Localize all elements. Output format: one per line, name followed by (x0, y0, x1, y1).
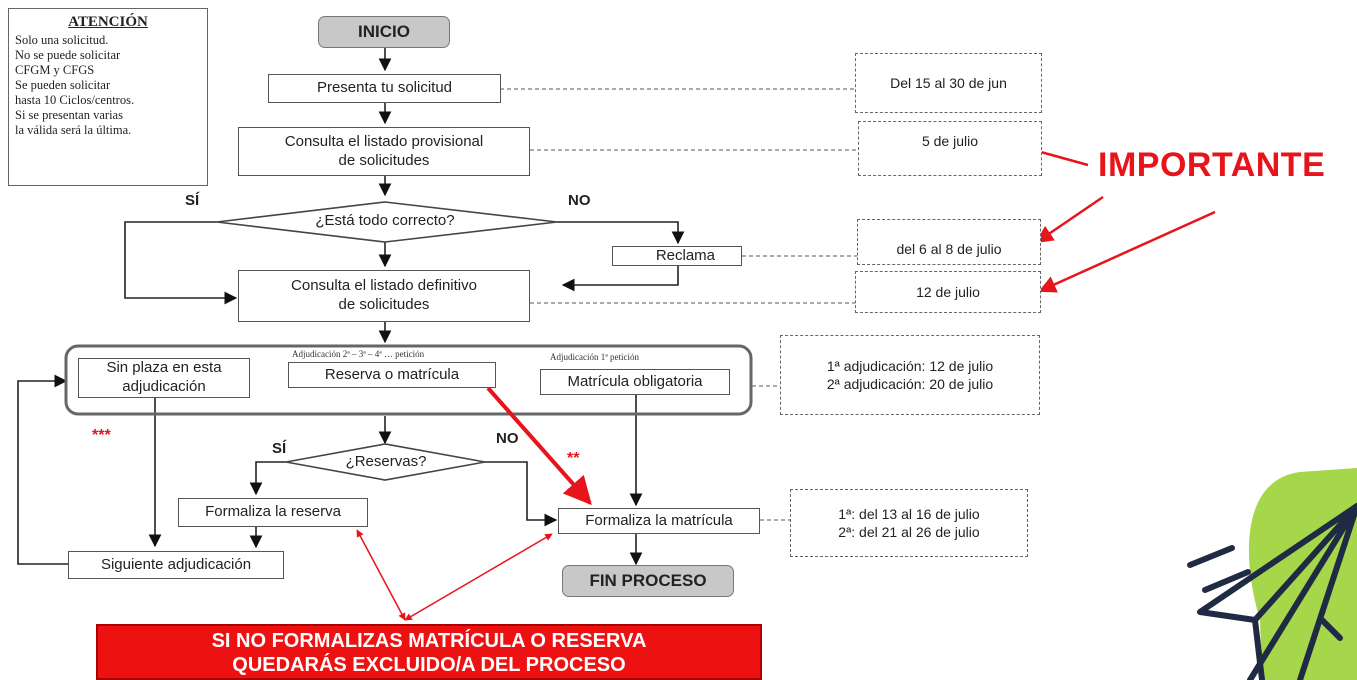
provisional-line: Consulta el listado provisional (284, 132, 484, 150)
assign-label-1: Adjudicación 1ª petición (550, 352, 639, 362)
red-arrow-reserve-enroll (486, 386, 592, 506)
exclusion-warning: SI NO FORMALIZAS MATRÍCULA O RESERVA QUE… (96, 624, 762, 680)
stars-2: ** (567, 450, 580, 467)
next-assignment-box: Siguiente adjudicación (68, 551, 284, 579)
warning-line: QUEDARÁS EXCLUIDO/A DEL PROCESO (232, 654, 626, 676)
attention-line: hasta 10 Ciclos/centros. (15, 93, 135, 107)
attention-note: ATENCIÓN Solo una solicitud. No se puede… (8, 8, 208, 186)
arrow-no-claim (557, 221, 685, 245)
check-question: ¿Está todo correcto? (315, 212, 455, 229)
attention-line: Si se presentan varias (15, 108, 123, 122)
arrow-reserve-yes (249, 461, 286, 496)
no-place-line: adjudicación (122, 378, 206, 395)
date-submit: Del 15 al 30 de jun (855, 53, 1042, 113)
yes-label: SÍ (185, 192, 200, 209)
start-terminal: INICIO (318, 16, 450, 48)
end-terminal: FIN PROCESO (562, 565, 734, 597)
warning-line: SI NO FORMALIZAS MATRÍCULA O RESERVA (211, 630, 647, 652)
no-place-line: Sin plaza en esta (106, 359, 222, 377)
arrow-next-loop (17, 374, 68, 565)
mandatory-enroll-box: Matrícula obligatoria (540, 369, 730, 395)
provisional-list-box: Consulta el listado provisional de solic… (238, 127, 530, 176)
definitive-list-box: Consulta el listado definitivo de solici… (238, 270, 530, 322)
date-assignment: 1ª adjudicación: 12 de julio 2ª adjudica… (780, 335, 1040, 415)
submit-request-box: Presenta tu solicitud (268, 74, 501, 103)
formalize-enroll-box: Formaliza la matrícula (558, 508, 760, 534)
assignment-group-frame (64, 344, 753, 416)
attention-line: No se puede solicitar (15, 48, 121, 62)
date-definitive: 12 de julio (855, 271, 1041, 313)
date-enroll-line: 2ª: del 21 al 26 de julio (838, 524, 980, 540)
no-place-box: Sin plaza en esta adjudicación (78, 358, 250, 398)
no-label: NO (568, 192, 591, 209)
date-provisional: 5 de julio (858, 121, 1042, 176)
attention-line: Se pueden solicitar (15, 78, 111, 92)
date-enroll-line: 1ª: del 13 al 16 de julio (838, 505, 980, 522)
arrow-reserve-no (485, 461, 558, 527)
reserve-question: ¿Reservas? (345, 453, 427, 470)
paper-plane-icon (1187, 468, 1357, 680)
attention-title: ATENCIÓN (68, 14, 148, 30)
definitive-line: Consulta el listado definitivo (291, 277, 477, 295)
arrow-claim-definitive (561, 265, 679, 292)
definitive-line: de solicitudes (338, 296, 430, 313)
arrow-yes-definitive (124, 221, 238, 305)
attention-line: la válida será la última. (15, 123, 132, 137)
assign-label-2: Adjudicación 2ª – 3ª – 4ª … petición (292, 349, 425, 359)
decision-reserve-diamond (285, 443, 486, 481)
formalize-reserve-box: Formaliza la reserva (178, 498, 368, 527)
decision-check-diamond (216, 201, 558, 243)
date-assign-line: 2ª adjudicación: 20 de julio (826, 376, 994, 392)
reserve-or-enroll-box: Reserva o matrícula (288, 362, 496, 388)
important-label: IMPORTANTE (1098, 146, 1326, 184)
attention-line: CFGM y CFGS (15, 63, 95, 77)
attention-line: Solo una solicitud. (15, 33, 109, 47)
no-label-2: NO (496, 430, 519, 447)
claim-box: Reclama (612, 246, 742, 266)
date-claim: del 6 al 8 de julio (857, 219, 1041, 265)
provisional-line: de solicitudes (338, 151, 430, 169)
stars-3: *** (92, 427, 111, 444)
date-enroll: 1ª: del 13 al 16 de julio 2ª: del 21 al … (790, 489, 1028, 557)
date-assign-line: 1ª adjudicación: 12 de julio (826, 357, 994, 374)
yes-label-2: SÍ (272, 440, 287, 457)
